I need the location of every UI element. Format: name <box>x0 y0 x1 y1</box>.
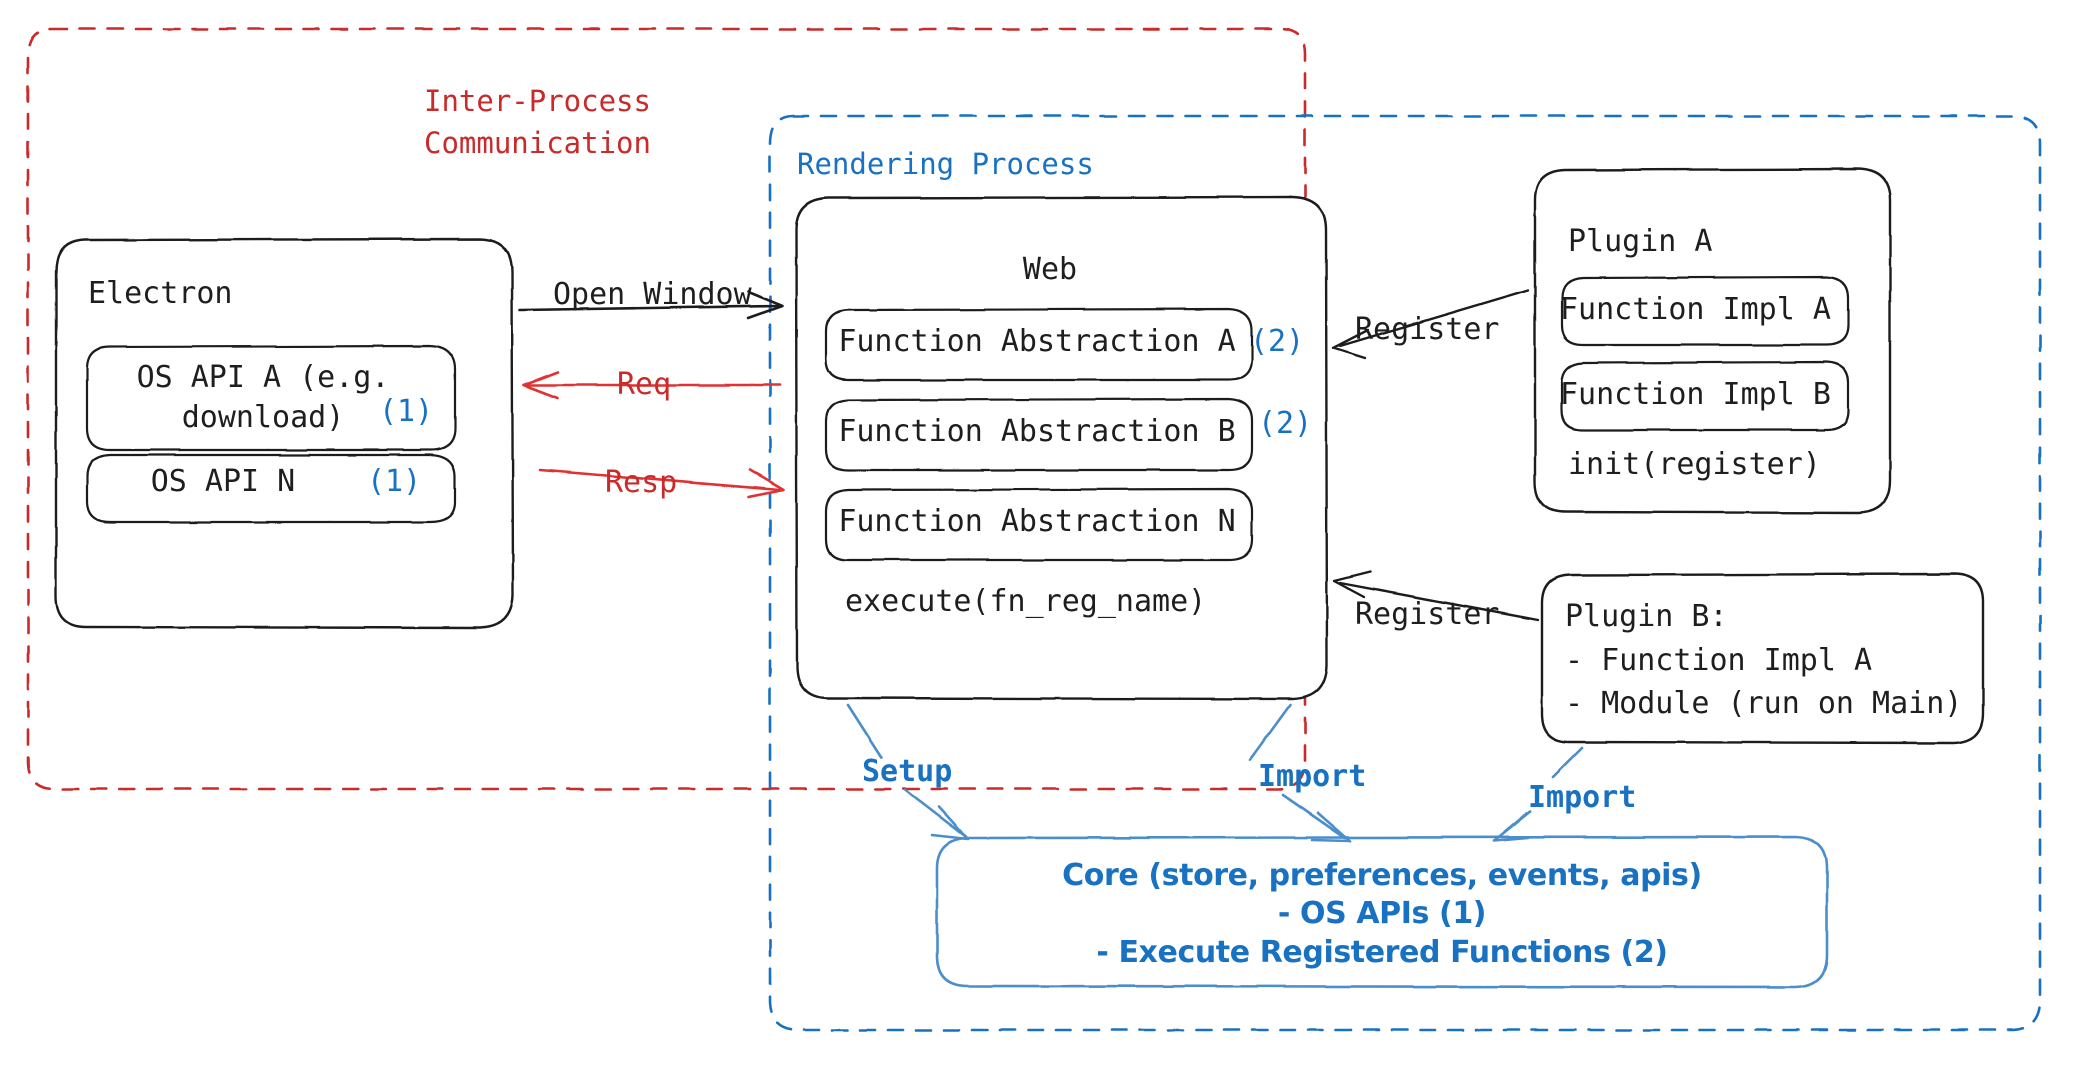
function-impl-a-label: Function Impl A <box>1560 292 1831 327</box>
function-abstraction-b-label: Function Abstraction B <box>838 414 1236 449</box>
os-api-n-label: OS API N <box>150 464 296 499</box>
os-api-a-label: OS API A (e.g. download) <box>136 360 390 435</box>
web-execute-method: execute(fn_reg_name) <box>845 584 1207 619</box>
register-b-arrow-label: Register <box>1355 597 1500 632</box>
register-a-arrow-label: Register <box>1355 312 1500 347</box>
function-abstraction-b-note: (2) <box>1258 406 1313 441</box>
function-abstraction-n-label: Function Abstraction N <box>838 504 1236 539</box>
response-arrow-label: Resp <box>605 465 678 500</box>
plugin-a-title: Plugin A <box>1568 224 1713 259</box>
plugin-b-line-2: - Module (run on Main) <box>1565 686 1963 721</box>
plugin-b-title: Plugin B: <box>1565 599 1728 634</box>
electron-title: Electron <box>88 276 233 311</box>
function-abstraction-a-note: (2) <box>1250 324 1305 359</box>
plugin-b-line-1: - Function Impl A <box>1565 642 1873 678</box>
open-window-arrow-label: Open Window <box>553 277 752 312</box>
import-web-arrow-label: Import <box>1258 759 1367 794</box>
function-abstraction-a-label: Function Abstraction A <box>838 324 1236 359</box>
rendering-process-label: Rendering Process <box>797 147 1094 181</box>
request-arrow-label: Req <box>617 367 672 402</box>
plugin-b-content: Plugin B: - Function Impl A - Module (ru… <box>1565 595 1962 726</box>
core-box-text: Core (store, preferences, events, apis) … <box>1062 858 1702 970</box>
ipc-container-label: Inter-Process Communication <box>424 84 651 161</box>
setup-arrow-label: Setup <box>862 754 953 789</box>
os-api-a-note: (1) <box>379 394 434 429</box>
os-api-n-note: (1) <box>367 464 422 499</box>
import-plugin-arrow-label: Import <box>1528 780 1637 815</box>
function-impl-b-label: Function Impl B <box>1560 377 1831 412</box>
plugin-a-init-method: init(register) <box>1568 447 1821 482</box>
web-title: Web <box>1022 252 1078 287</box>
